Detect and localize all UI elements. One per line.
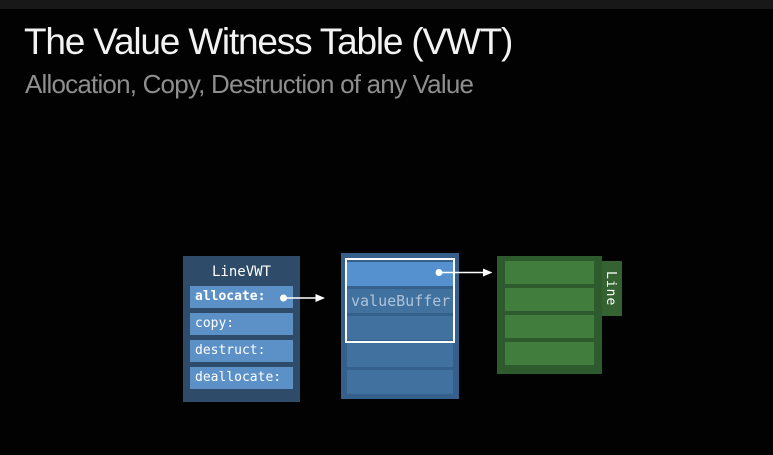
linevwt-table: LineVWT allocate: copy: destruct: deallo… xyxy=(183,256,300,402)
line-field-slot xyxy=(505,342,594,365)
slide-title: The Value Witness Table (VWT) xyxy=(24,21,513,62)
value-row-slot xyxy=(347,370,453,394)
linevwt-table-title: LineVWT xyxy=(211,264,271,280)
line-box-tab: Line xyxy=(599,261,622,316)
top-edge-strip xyxy=(0,0,773,9)
line-field-slot xyxy=(505,261,594,284)
vwt-row-destruct: destruct: xyxy=(190,340,293,362)
value-row-slot xyxy=(347,316,453,340)
value-row-slot xyxy=(347,343,453,367)
line-box-tab-label: Line xyxy=(603,270,618,307)
line-value-box xyxy=(497,256,602,374)
line-field-slot xyxy=(505,315,594,338)
vwt-row-allocate: allocate: xyxy=(190,286,293,308)
value-row-pointer-slot xyxy=(347,262,453,286)
value-row-buffer-label: valueBuffer xyxy=(347,289,453,313)
vwt-row-copy: copy: xyxy=(190,313,293,335)
line-field-slot xyxy=(505,288,594,311)
slide-subtitle: Allocation, Copy, Destruction of any Val… xyxy=(25,69,474,99)
vwt-row-deallocate: deallocate: xyxy=(190,367,293,389)
value-storage-box: valueBuffer xyxy=(341,253,459,399)
